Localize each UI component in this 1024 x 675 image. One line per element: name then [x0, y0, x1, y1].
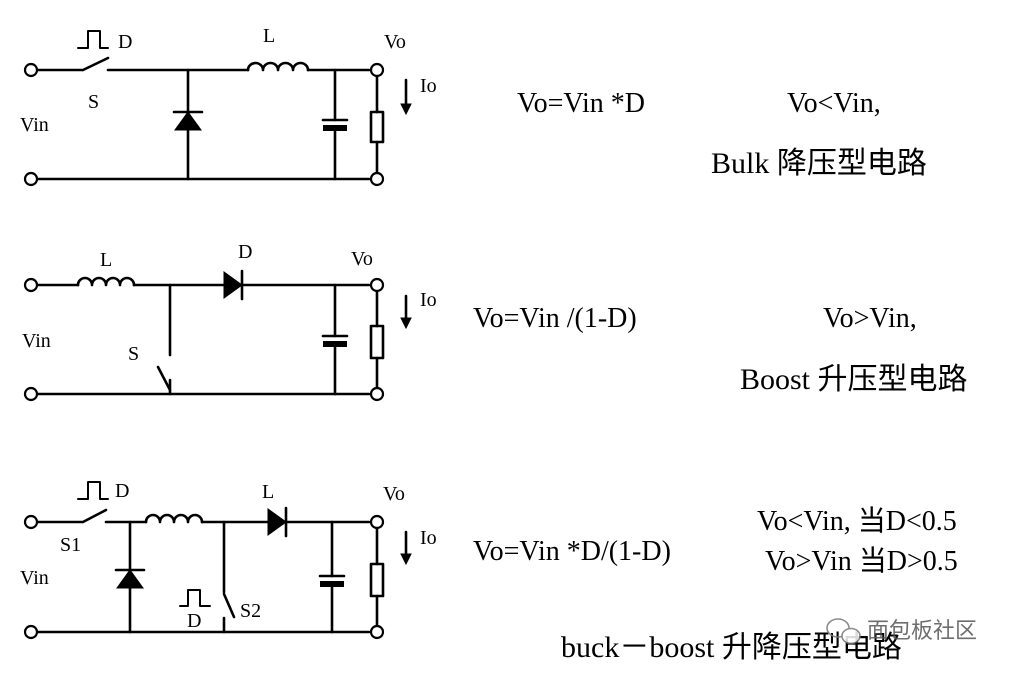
- buck-boost-terminal-out-bottom: [369, 624, 385, 640]
- buck-boost-label-vin: Vin: [20, 567, 49, 589]
- buck-terminal-out-top: [369, 62, 385, 78]
- buck-terminal-in-bottom: [23, 171, 39, 187]
- buck-circuit: D S L Vo Io Vin: [20, 25, 437, 187]
- buck-relation: Vo<Vin,: [787, 88, 881, 119]
- buck-boost-inductor-l: [144, 513, 204, 524]
- buck-name: Bulk 降压型电路: [711, 147, 927, 180]
- buck-label-d: D: [118, 31, 132, 53]
- buck-label-l: L: [263, 25, 275, 47]
- boost-label-l: L: [100, 249, 112, 271]
- buck-boost-label-io: Io: [420, 527, 437, 549]
- boost-switch-s: [156, 365, 172, 392]
- buck-capacitor: [323, 125, 347, 131]
- watermark: 面包板社区: [826, 618, 977, 645]
- buck-boost-current-arrow: [400, 553, 412, 566]
- watermark-text: 面包板社区: [867, 619, 977, 644]
- boost-current-arrow: [400, 317, 412, 330]
- wechat-icon: [826, 618, 861, 645]
- buck-boost-terminal-in-top: [23, 514, 39, 530]
- boost-name: Boost 升压型电路: [740, 363, 968, 396]
- buck-boost-label-s2: S2: [240, 600, 261, 622]
- buck-pulse-icon: [77, 30, 109, 49]
- buck-boost-label-d2: D: [187, 610, 201, 632]
- boost-terminal-out-top: [369, 277, 385, 293]
- boost-capacitor: [323, 341, 347, 347]
- buck-boost-relation-1: Vo<Vin, 当D<0.5: [757, 505, 957, 537]
- buck-boost-diode-series: [267, 508, 287, 536]
- boost-circuit: L D Vo Io Vin S: [22, 241, 437, 402]
- buck-boost-switch-s1: [81, 508, 108, 524]
- buck-boost-label-vo: Vo: [383, 483, 405, 505]
- buck-label-s: S: [88, 91, 99, 113]
- buck-boost-circuit: D S1 L Vo Io Vin D S2: [20, 480, 437, 640]
- buck-current-arrow: [400, 103, 412, 116]
- buck-switch-s: [81, 56, 110, 72]
- buck-diode: [174, 111, 202, 131]
- buck-boost-diode-shunt: [116, 569, 144, 589]
- boost-terminal-out-bottom: [369, 386, 385, 402]
- boost-inductor-l: [76, 276, 136, 287]
- buck-label-vin: Vin: [20, 114, 49, 136]
- boost-load-resistor: [369, 324, 385, 360]
- buck-boost-label-s1: S1: [60, 534, 81, 556]
- boost-terminal-in-top: [23, 277, 39, 293]
- buck-boost-capacitor: [320, 581, 344, 587]
- boost-label-s: S: [128, 343, 139, 365]
- buck-boost-switch-s2: [222, 592, 236, 619]
- buck-boost-formula: Vo=Vin *D/(1-D): [473, 536, 671, 567]
- buck-load-resistor: [369, 110, 385, 144]
- boost-label-vo: Vo: [351, 248, 373, 270]
- boost-label-io: Io: [420, 289, 437, 311]
- buck-formula: Vo=Vin *D: [517, 88, 645, 119]
- buck-inductor-l: [246, 61, 310, 72]
- boost-diode: [223, 271, 243, 299]
- buck-boost-pulse-icon-s2: [179, 589, 211, 607]
- buck-boost-pulse-icon-s1: [77, 481, 109, 500]
- buck-terminal-out-bottom: [369, 171, 385, 187]
- buck-label-io: Io: [420, 75, 437, 97]
- buck-boost-label-l: L: [262, 481, 274, 503]
- buck-boost-terminal-in-bottom: [23, 624, 39, 640]
- buck-terminal-in-top: [23, 62, 39, 78]
- boost-terminal-in-bottom: [23, 386, 39, 402]
- buck-boost-terminal-out-top: [369, 514, 385, 530]
- boost-relation: Vo>Vin,: [823, 303, 917, 334]
- boost-label-vin: Vin: [22, 330, 51, 352]
- buck-label-vo: Vo: [384, 31, 406, 53]
- boost-formula: Vo=Vin /(1-D): [473, 303, 637, 334]
- buck-boost-label-d1: D: [115, 480, 129, 502]
- buck-boost-load-resistor: [369, 562, 385, 598]
- buck-boost-relation-2: Vo>Vin 当D>0.5: [765, 545, 958, 577]
- boost-label-d: D: [238, 241, 252, 263]
